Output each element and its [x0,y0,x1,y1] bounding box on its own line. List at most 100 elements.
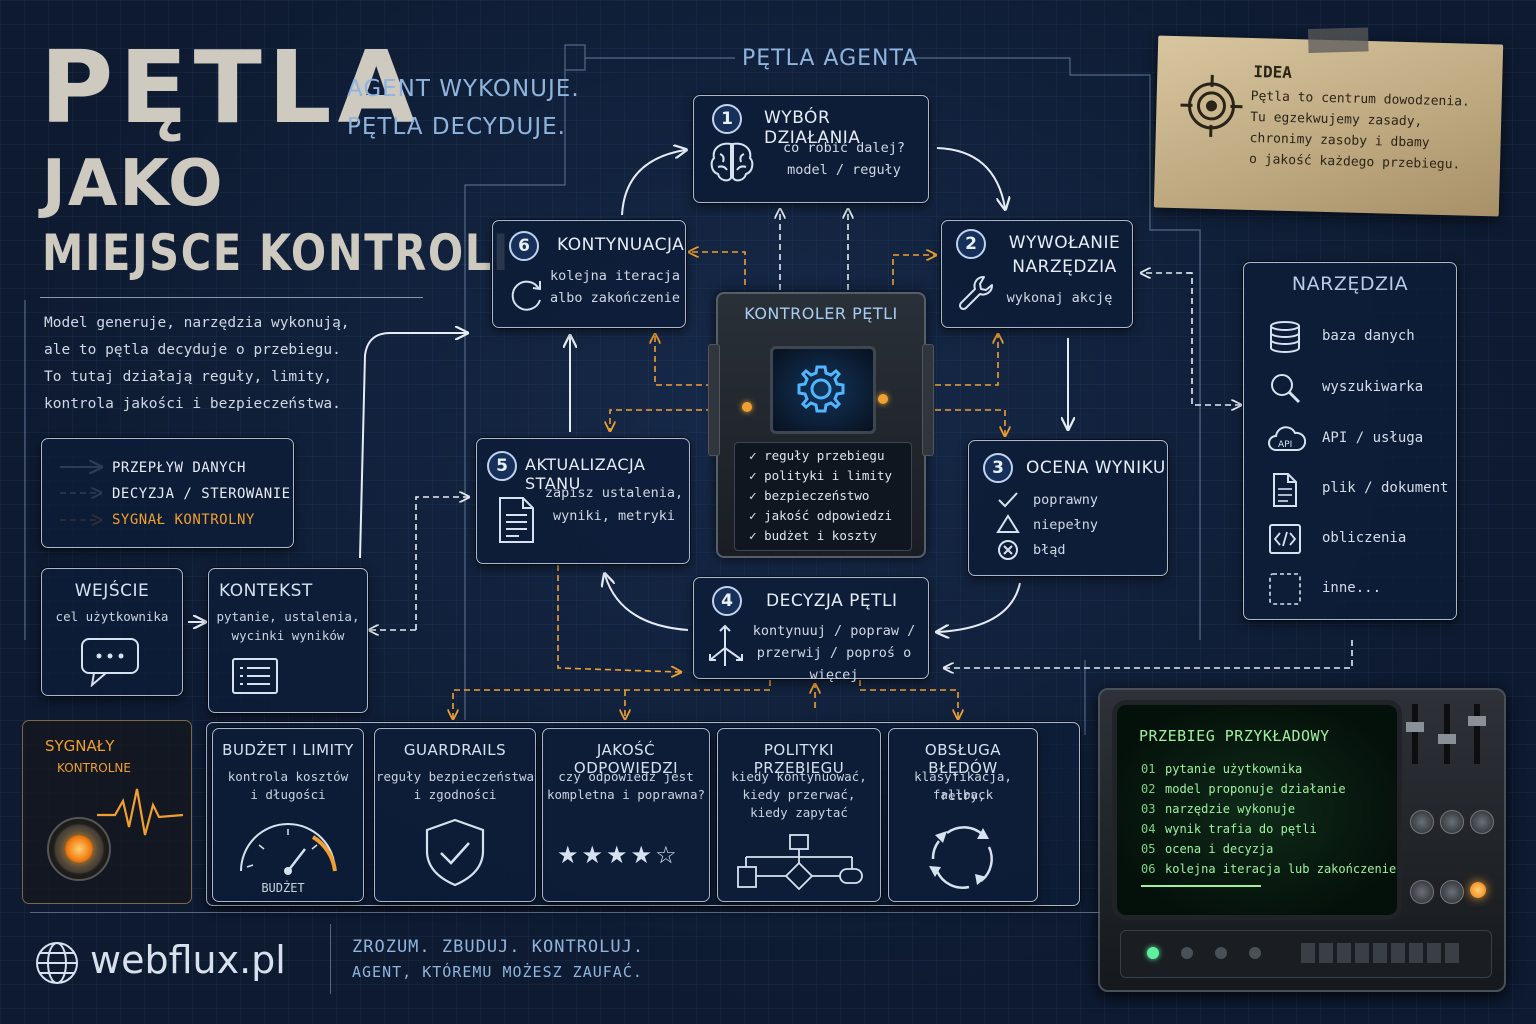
footer-divider [30,912,1100,913]
row-number: 06 [1141,862,1156,876]
idea-title: IDEA [1253,62,1293,83]
pulse-wave-icon [97,788,184,836]
row-number: 04 [1141,822,1156,836]
row-text: pytanie użytkownika [1165,762,1303,776]
control-guardrails: GUARDRAILS reguły bezpieczeństwa i zgodn… [374,728,536,902]
hero-title-line1: PĘTLA [40,29,421,146]
step-number: 2 [956,229,986,259]
tape [1307,27,1369,54]
loop-controller: KONTROLER PĘTLI ✓ reguły przebiegu ✓ pol… [708,292,934,558]
row-number: 02 [1141,782,1156,796]
hero-divider [40,297,423,298]
control-run-policies: POLITYKI PRZEBIEGU kiedy kontynuować, ki… [717,728,881,902]
check-item: ✓ jakość odpowiedzi [749,508,892,523]
control-line: czy odpowiedź jest [558,769,694,784]
tool-label: inne... [1322,580,1382,596]
file-icon [1273,473,1297,507]
node-result-evaluation: 3 OCENA WYNIKU poprawny niepełny błąd [968,440,1168,576]
control-line: fallback [932,787,994,802]
wrench-icon [956,273,996,313]
list-icon [231,657,279,695]
terminal-knob[interactable] [1440,810,1464,834]
input-text: cel użytkownika [55,609,169,624]
node-action-choice: 1 WYBÓR DZIAŁANIA co robić dalej? model … [693,95,929,203]
refresh-icon [507,275,547,315]
shield-check-icon [425,818,485,887]
brand-name[interactable]: webflux.pl [90,938,286,982]
context-box: KONTEKST pytanie, ustalenia, wycinki wyn… [208,568,368,713]
control-error-handling: OBSŁUGA BŁĘDÓW klasyfikacja, retry, fall… [888,728,1038,902]
context-line: wycinki wyników [231,628,345,643]
warning-triangle-icon [996,514,1020,533]
signals-title: SYGNAŁY [45,737,115,755]
terminal-sliders[interactable] [1404,704,1492,774]
row-text: narzędzie wykonuje [1165,802,1296,816]
terminal-knob[interactable] [1410,880,1434,904]
step-number: 4 [712,586,742,616]
cloud-api-icon: API [1268,426,1306,451]
control-title: GUARDRAILS [403,741,507,759]
control-title: BUDŻET I LIMITY [222,741,354,759]
idea-text: Pętla to centrum dowodzenia. Tu egzekwuj… [1249,86,1470,176]
node-title: WYWOŁANIE [1008,233,1121,253]
terminal-knob[interactable] [1470,810,1494,834]
controller-side-left [708,344,720,456]
legend: PRZEPŁYW DANYCH DECYZJA / STEROWANIE SYG… [41,438,294,548]
node-continuation: 6 KONTYNUACJA kolejna iteracja albo zako… [492,220,686,328]
gauge-caption: BUDŻET [261,881,305,895]
node-line: wykonaj akcję [1006,290,1113,306]
tagline-2: PĘTLA DECYDUJE. [347,114,566,140]
node-line: kontynuuj / popraw / [752,623,916,639]
gauge-icon [240,823,337,875]
context-title: KONTEKST [219,581,313,601]
control-line: i zgodności [413,787,497,802]
brain-icon [708,140,756,184]
cycle-arrows-icon [929,826,993,889]
tagline-1: AGENT WYKONUJE. [347,76,580,102]
target-icon [1180,74,1243,137]
magnifier-icon [1271,374,1301,404]
signal-lamp [65,835,93,863]
row-text: model proponuje działanie [1165,782,1346,796]
database-icon [1270,321,1300,353]
controller-checklist: ✓ reguły przebiegu ✓ polityki i limity ✓… [734,442,912,551]
node-line: co robić dalej? [783,140,905,156]
intro-line: To tutaj działają reguły, limity, [44,369,333,385]
check-item-label: polityki i limity [764,468,892,483]
row-text: wynik trafia do pętli [1165,822,1317,836]
node-state-update: 5 AKTUALIZACJA STANU zapisz ustalenia, w… [476,438,690,564]
control-title: OBSŁUGA BŁĘDÓW [924,741,1002,777]
node-line: zapisz ustalenia, [544,485,684,501]
terminal-knob[interactable] [1410,810,1434,834]
globe-icon [36,942,78,984]
legend-item-signal: SYGNAŁ KONTROLNY [112,512,255,528]
hero-title-line2: JAKO [42,147,225,221]
controller-light-right [878,394,888,404]
controller-title: KONTROLER PĘTLI [744,304,898,323]
controller-screen [770,346,876,434]
step-number: 5 [487,451,517,481]
check-item: ✓ reguły przebiegu [749,448,885,463]
hero-title-line3: MIEJSCE KONTROLI [42,224,510,282]
step-number: 1 [712,104,742,134]
intro-line: Model generuje, narzędzia wykonują, [44,315,350,331]
node-line: przerwij / poproś o więcej [756,645,912,683]
control-line: kompletna i poprawna? [546,787,706,802]
control-line: kontrola kosztów [227,769,349,784]
footer-divider-vertical [330,924,331,994]
control-line: klasyfikacja, retry, [914,769,1012,803]
terminal-knob[interactable] [1440,880,1464,904]
terminal-keyboard[interactable] [1120,930,1492,978]
control-signals-panel: SYGNAŁY KONTROLNE [22,720,192,904]
gear-icon [797,365,845,413]
result-correct: poprawny [1033,492,1099,508]
input-box: WEJŚCIE cel użytkownika [41,568,183,696]
footer-slogan-2: AGENT, KTÓREMU MOŻESZ ZAUFAĆ. [352,963,643,981]
footer-slogan-1: ZROZUM. ZBUDUJ. KONTROLUJ. [352,937,645,957]
step-number: 6 [509,231,539,261]
